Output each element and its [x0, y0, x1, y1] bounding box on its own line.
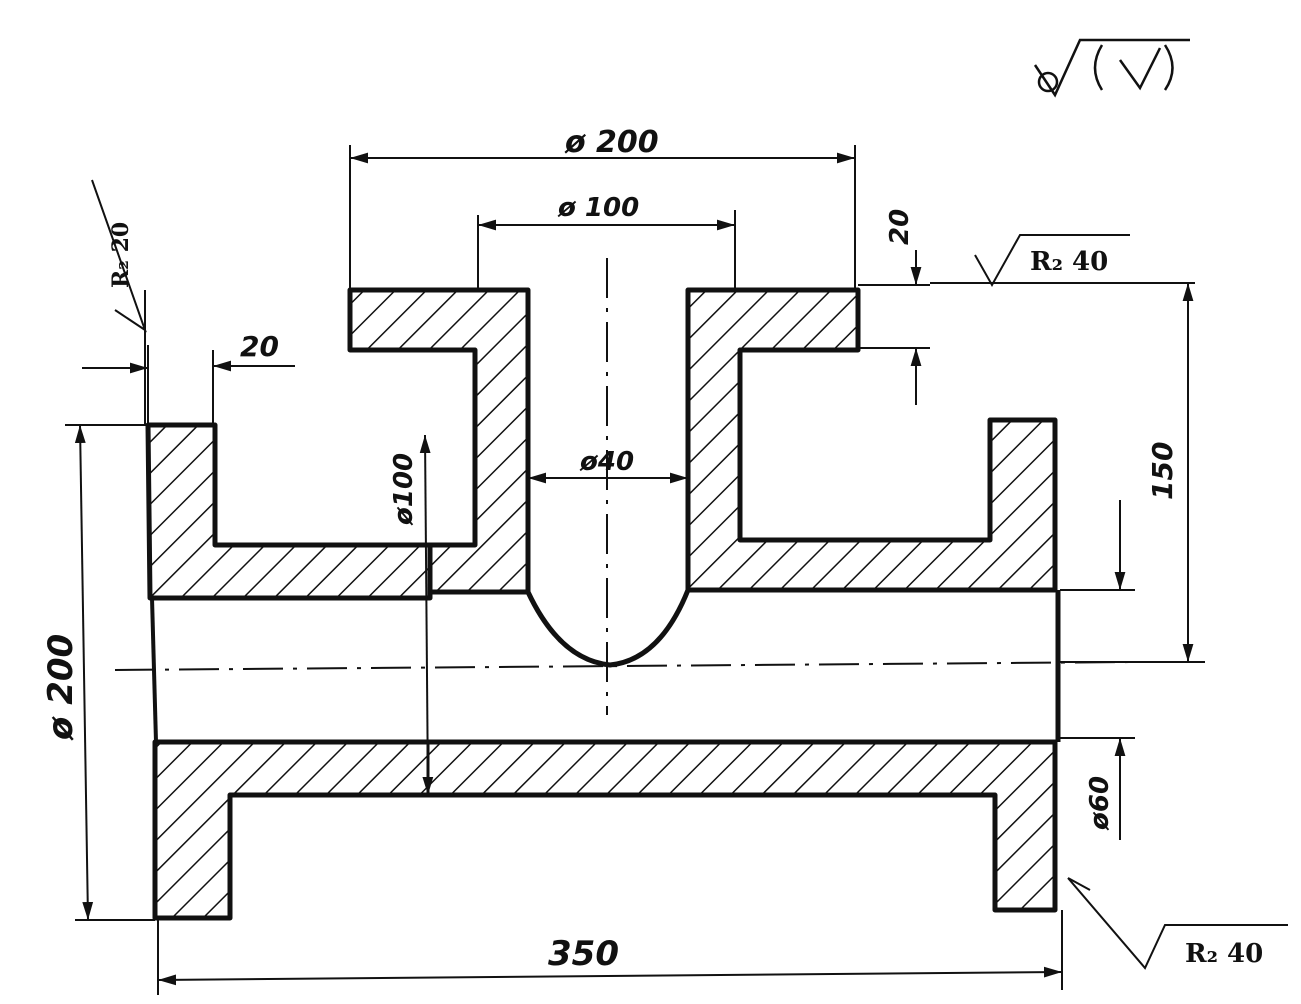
- dim-top-inner-dia: ø 100: [557, 193, 639, 223]
- roughness-leaders: [91, 179, 1288, 970]
- center-lines: [114, 258, 1136, 715]
- top-flange-right: [685, 287, 1058, 593]
- dim-branch-bore: ø40: [579, 447, 634, 477]
- left-flange-upper: [145, 422, 433, 601]
- bottom-wall: [152, 739, 1058, 921]
- roughness-top: R₂ 40: [1030, 247, 1108, 277]
- dimension-texts: ø 200 ø 100 20 20 ø40 ø100 150 ø60 ø 200…: [41, 125, 1179, 974]
- dimension-lines: [65, 145, 1205, 995]
- dim-left-flange-dia: ø 200: [41, 634, 81, 741]
- roughness-texts: R₂ 20 R₂ 40 R₂ 40: [108, 222, 1263, 969]
- roughness-left: R₂ 20: [108, 222, 134, 288]
- roughness-right: R₂ 40: [1185, 939, 1263, 969]
- dim-main-bore: ø100: [389, 453, 419, 526]
- general-roughness-symbol: [1033, 38, 1190, 98]
- dim-left-flange-thickness: 20: [240, 330, 279, 363]
- dim-top-outer-dia: ø 200: [564, 125, 659, 160]
- branch-bore-end: [525, 589, 691, 668]
- dim-outlet-dia: ø60: [1085, 776, 1115, 831]
- dim-overall-height: 150: [1146, 442, 1179, 500]
- dim-top-flange-thickness: 20: [885, 209, 915, 245]
- part-section: [145, 287, 1061, 921]
- dim-overall-length: 350: [548, 934, 619, 974]
